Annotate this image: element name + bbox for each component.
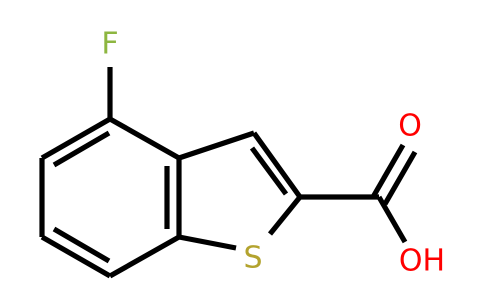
bond-s-c7a [178,234,237,251]
atom-labels: F S O OH [101,27,445,279]
bond-c7-c7a [108,234,181,279]
bond-c6-c7-inner [52,226,111,264]
hydroxyl-group-label: OH [399,244,445,279]
carbonyl-oxygen-label: O [398,109,422,144]
bond-c4-c5-inner [52,130,111,168]
bond-c-o-double-b [382,150,418,206]
bond-c-o-double-a [370,143,406,199]
sulfur-atom-label: S [243,241,262,276]
bond-lines [39,67,418,279]
bond-c-oh [376,195,408,244]
fluorine-atom-label: F [101,27,118,62]
bond-c3a-c3 [178,130,255,161]
bond-c3a-c4 [108,116,181,161]
bond-c3-c2-inner [249,146,289,196]
bond-c2-s [267,195,303,236]
bond-c6-c7 [40,234,112,279]
bond-c4-c5 [40,116,112,161]
bond-c3-c2 [251,131,303,199]
